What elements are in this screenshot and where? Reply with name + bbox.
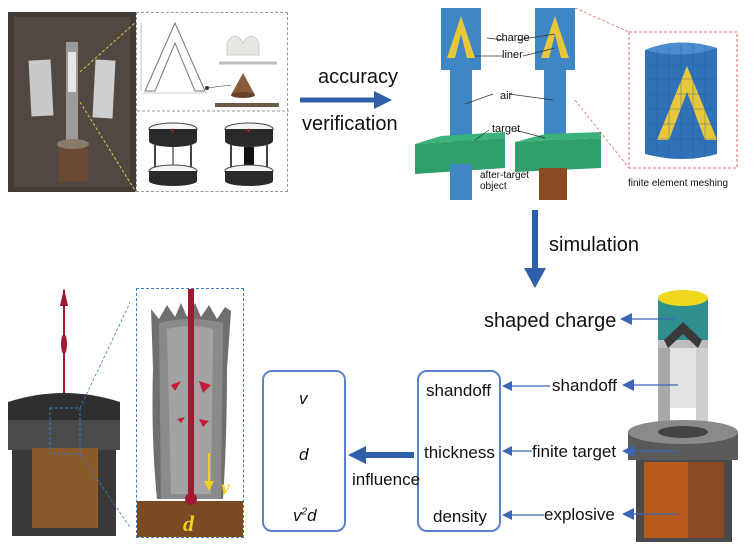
charge-drawings-panel: + +	[136, 12, 289, 192]
output-v: v	[299, 389, 308, 408]
finite-target-arrow	[622, 445, 678, 457]
experiment-photo-art	[8, 12, 137, 193]
simulation-arrow	[524, 210, 546, 288]
experiment-photo	[8, 12, 137, 193]
penetration-model-art	[8, 288, 130, 536]
factor-density: density	[433, 507, 487, 526]
accuracy-arrow	[300, 91, 392, 109]
factor-shandoff: shandoff	[426, 381, 491, 400]
jet-zoom-panel: v d	[136, 288, 244, 538]
output-v2d-base: v	[293, 506, 302, 525]
influence-label: influence	[352, 470, 421, 489]
charge-label: charge	[496, 32, 530, 44]
outputs-box	[262, 370, 346, 532]
simulation-label: simulation	[549, 234, 640, 256]
target-label: target	[492, 123, 521, 135]
explosive-arrow	[622, 508, 678, 520]
jet-zoom-art	[137, 289, 243, 537]
finite-target-label: finite target	[532, 442, 617, 461]
air-label: air	[500, 90, 513, 102]
liner-label: liner	[502, 49, 523, 61]
accuracy-label: accuracy	[318, 66, 399, 88]
shaped-charge-label: shaped charge	[484, 310, 617, 332]
output-v2d-tail: d	[307, 506, 317, 525]
output-v2d: v2d	[293, 506, 317, 526]
shandoff-label: shandoff	[552, 376, 617, 395]
charge-drawings-art: + +	[137, 21, 289, 186]
factors-box	[417, 370, 501, 532]
factor-thickness: thickness	[424, 443, 495, 462]
verification-label: verification	[302, 113, 398, 135]
after-target-object-label: after-target object	[480, 170, 529, 192]
svg-text:+: +	[170, 126, 175, 135]
output-d: d	[299, 445, 309, 464]
factor-link-arrows	[502, 381, 550, 520]
output-v2d-sup: 2	[301, 506, 308, 518]
svg-text:+: +	[246, 126, 251, 135]
influence-arrow	[348, 446, 414, 464]
jet-velocity-label: v	[221, 477, 230, 499]
jet-diameter-label: d	[183, 511, 194, 536]
shandoff-arrow	[622, 379, 678, 391]
charge-model-art	[628, 290, 738, 542]
meshing-caption: finite element meshing	[628, 178, 729, 189]
explosive-label: explosive	[544, 505, 615, 524]
shaped-charge-arrow	[620, 313, 674, 325]
simulation-model-art	[415, 7, 738, 200]
